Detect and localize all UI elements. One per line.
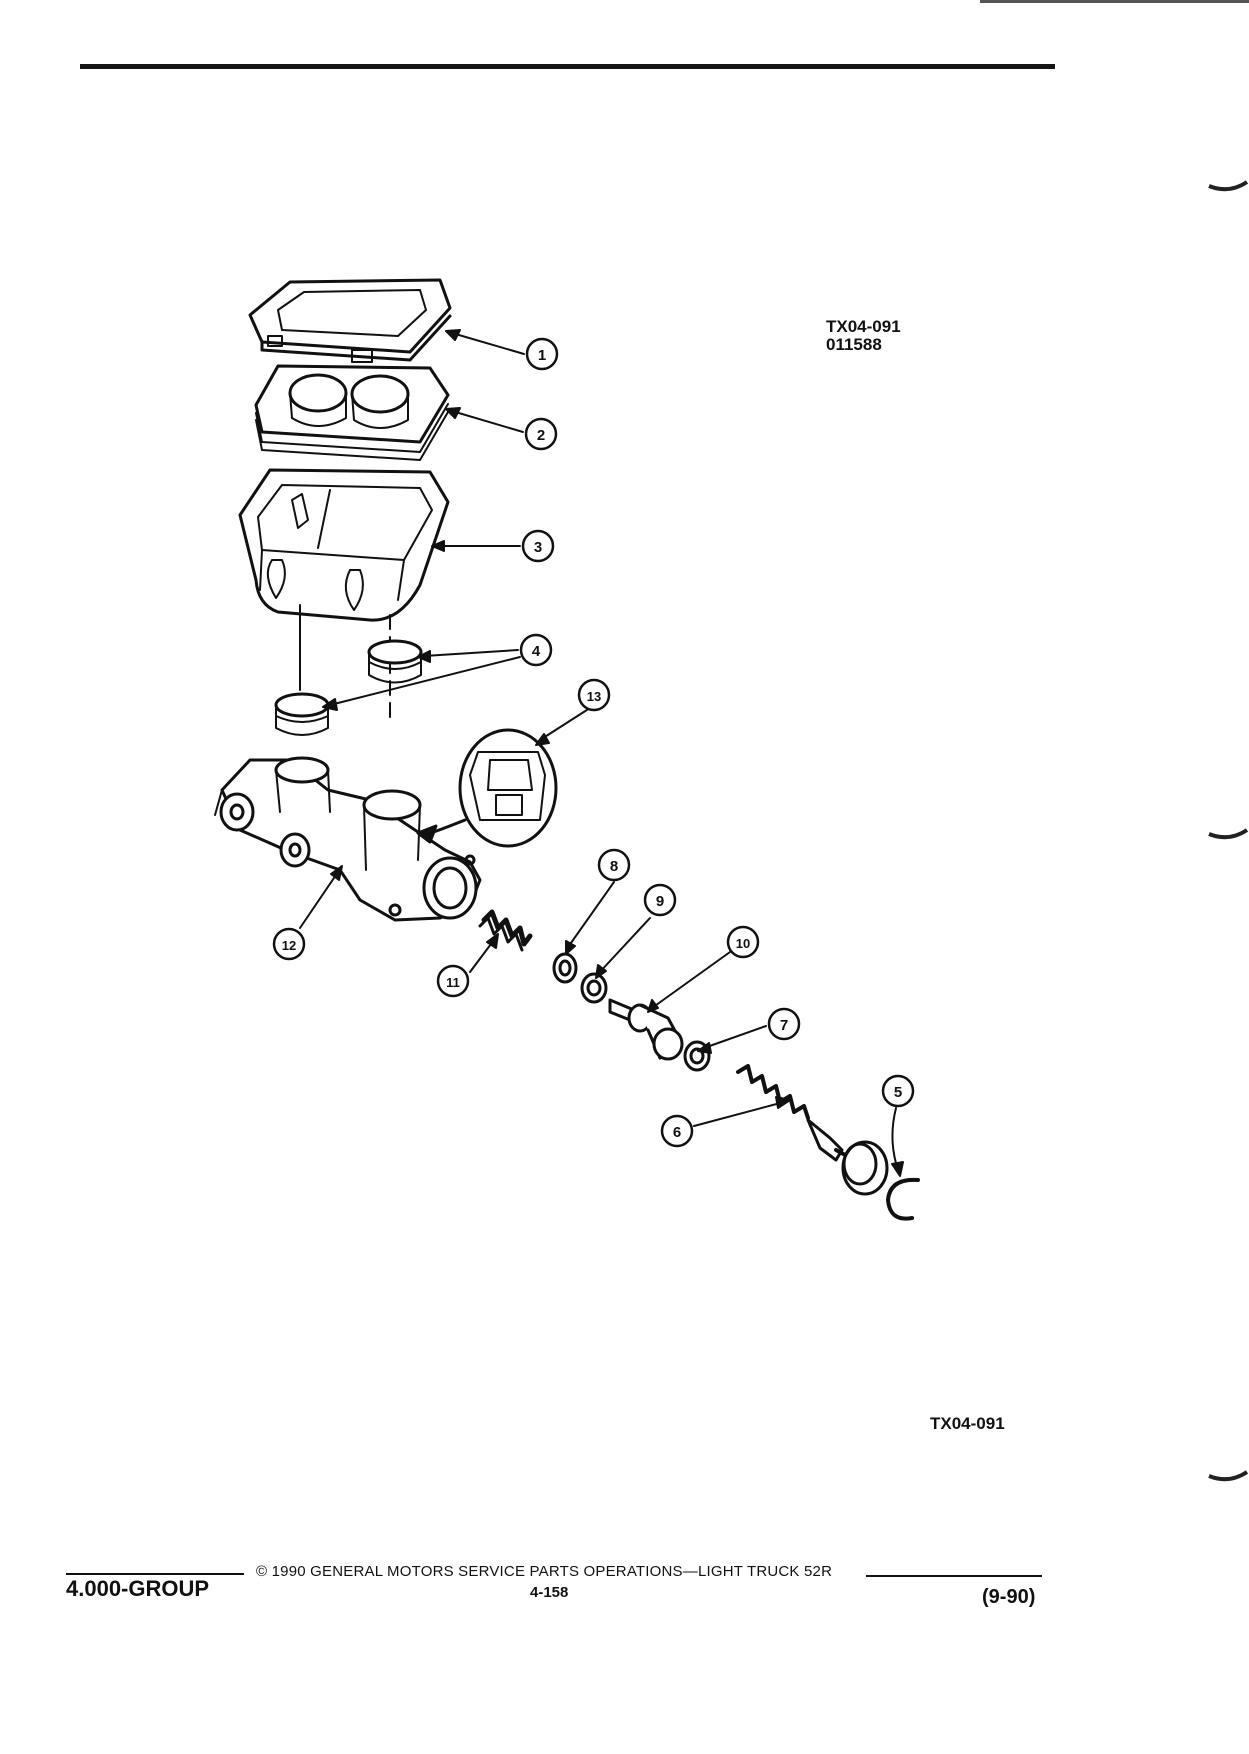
part-13-inset [416, 728, 558, 848]
part-diaphragm [254, 364, 450, 461]
callout-2: 2 [537, 427, 545, 444]
part-piston-10 [608, 998, 684, 1061]
part-snap-ring-5 [886, 1177, 920, 1221]
footer-copyright: © 1990 GENERAL MOTORS SERVICE PARTS OPER… [256, 1563, 833, 1580]
callout-numbers: 1 2 3 4 5 6 7 8 9 10 11 12 13 [282, 347, 902, 1141]
callout-9: 9 [656, 893, 664, 910]
part-primary-piston-6 [736, 1064, 889, 1196]
part-master-cylinder-body [214, 756, 482, 922]
binder-hole-mark [1208, 1470, 1249, 1482]
figure-id-block: TX04-091 011588 [826, 318, 901, 354]
callout-5: 5 [894, 1084, 902, 1101]
callout-10: 10 [736, 936, 750, 951]
callout-3: 3 [534, 539, 542, 556]
figure-id: TX04-091 [826, 317, 901, 336]
part-seal-8 [552, 952, 578, 984]
part-reservoir [238, 468, 450, 721]
callout-8: 8 [610, 858, 618, 875]
callout-12: 12 [282, 938, 296, 953]
figure-id-bottom: TX04-091 [930, 1414, 1005, 1433]
page-top-edge [980, 0, 1249, 3]
callout-13: 13 [587, 689, 601, 704]
part-spring-11 [478, 909, 533, 952]
footer-rule-left [66, 1573, 244, 1575]
figure-code: 011588 [826, 335, 882, 354]
callout-1: 1 [538, 347, 546, 364]
footer-group: 4.000-GROUP [66, 1576, 210, 1601]
callout-11: 11 [446, 975, 460, 990]
part-ring-9 [580, 972, 608, 1004]
leader-lines [299, 329, 904, 1177]
callout-7: 7 [780, 1017, 788, 1034]
part-cover [248, 278, 452, 363]
header-rule [80, 64, 1055, 69]
callout-4: 4 [532, 643, 541, 660]
callout-6: 6 [673, 1124, 681, 1141]
footer-date: (9-90) [982, 1586, 1036, 1608]
part-grommets [274, 639, 423, 736]
callout-circles [272, 337, 915, 1148]
footer-rule-right [866, 1575, 1042, 1577]
footer-page-number: 4-158 [530, 1584, 569, 1601]
binder-hole-mark [1208, 828, 1249, 840]
binder-hole-mark [1208, 180, 1249, 192]
